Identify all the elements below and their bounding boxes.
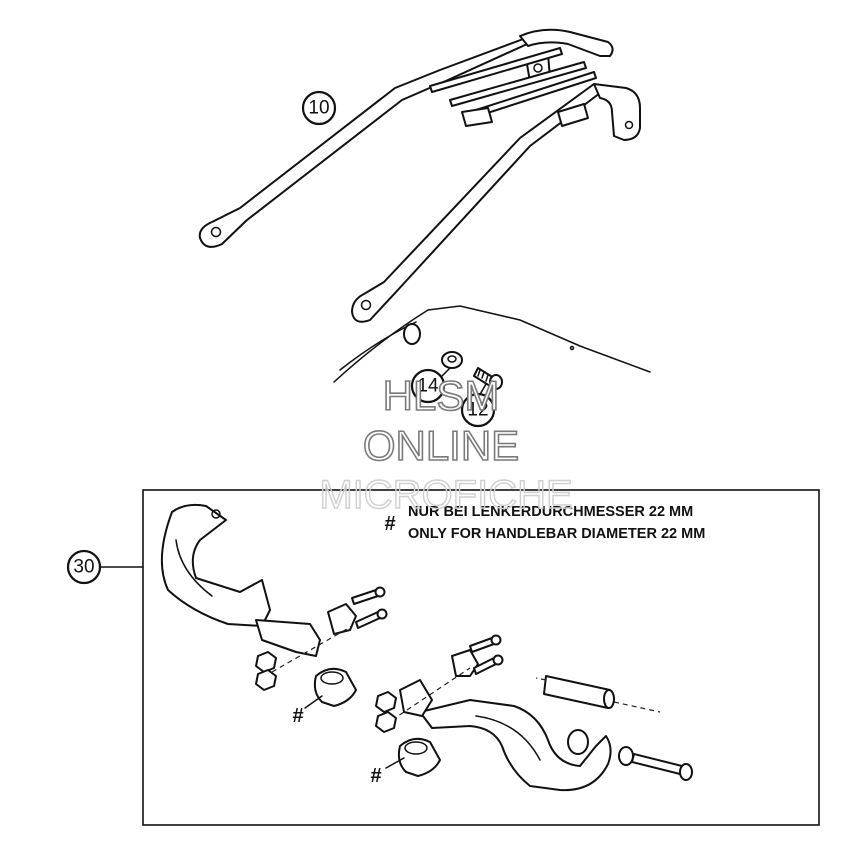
handguard-right-arm — [399, 679, 433, 717]
handlebar-end — [535, 675, 661, 713]
handguard-left — [160, 503, 321, 657]
end-washer — [618, 746, 634, 766]
handlebar-tube — [543, 675, 611, 709]
bolt-part — [473, 367, 503, 390]
fender-mark — [569, 345, 575, 351]
spacer-upper-bore — [320, 671, 344, 685]
nut-upper-1 — [255, 651, 277, 673]
clamp-upper — [271, 586, 388, 673]
fender-mount-boss — [403, 323, 421, 345]
bolt-thread — [477, 369, 489, 382]
axis-handlebar-2 — [535, 677, 547, 681]
rack-front-left-hole — [210, 226, 222, 238]
clamp-lower-body — [451, 649, 479, 677]
clamp-lower — [391, 634, 504, 721]
washer-body — [441, 351, 463, 369]
rack-plate-hole — [533, 63, 543, 73]
note-block: # NUR BEI LENKERDURCHMESSER 22 MM ONLY F… — [384, 504, 705, 542]
nut-lower-2 — [375, 711, 397, 733]
handguard-left-hole — [211, 509, 221, 519]
handguard-right — [399, 679, 612, 792]
screw-lower-1 — [469, 637, 495, 653]
screw-upper-1 — [351, 589, 379, 605]
nut-lower-1 — [375, 691, 397, 713]
handlebar-tube-end — [603, 689, 615, 709]
rack-cross-bar-2 — [449, 61, 587, 107]
handguard-right-rib — [475, 715, 541, 761]
screw-upper-2-head — [376, 608, 388, 620]
watermark-line3: MICROFICHE — [319, 473, 572, 517]
luggage-rack — [198, 28, 641, 323]
rubber-bushing — [567, 729, 589, 755]
callout-12-label: 12 — [467, 400, 488, 421]
washer-hole — [447, 355, 457, 363]
callout-14: 14 — [410, 368, 446, 404]
screw-lower-2-head — [492, 654, 504, 666]
spacer-lower — [397, 737, 441, 777]
callout-10-label: 10 — [308, 98, 329, 119]
rack-cross-bar-1 — [429, 47, 563, 93]
fender-outline — [333, 305, 651, 383]
note-hash-marker: # — [384, 513, 395, 535]
leader-hash-upper — [304, 695, 323, 709]
callout-10: 10 — [301, 90, 337, 126]
screw-upper-2 — [355, 611, 381, 629]
hash-marker-lower: # — [370, 765, 381, 787]
kit-frame — [142, 489, 820, 826]
callout-30-label: 30 — [73, 557, 94, 578]
end-bolt-head — [679, 763, 693, 781]
spacer-lower-bore — [404, 741, 428, 755]
clamp-upper-body — [327, 603, 357, 635]
note-german: NUR BEI LENKERDURCHMESSER 22 MM — [408, 504, 693, 520]
spacer-upper — [313, 667, 357, 707]
nut-upper-2 — [255, 669, 277, 691]
rack-front-right-hole — [360, 299, 372, 311]
note-english: ONLY FOR HANDLEBAR DIAMETER 22 MM — [408, 526, 705, 542]
callout-12: 12 — [460, 392, 496, 428]
watermark-line1: HLSM — [383, 372, 500, 419]
screw-upper-1-head — [374, 586, 386, 598]
rack-tab-left — [461, 107, 493, 127]
washer-part — [441, 351, 463, 369]
axis-lower — [391, 667, 471, 721]
handguard-right-shell — [419, 699, 612, 792]
end-bolt-shaft — [631, 753, 683, 775]
rack-tab-right — [557, 103, 589, 127]
watermark: HLSM ONLINE MICROFICHE — [319, 371, 574, 518]
hash-marker-upper: # — [292, 705, 303, 727]
rack-rear-bow — [519, 28, 614, 57]
callout-30: 30 — [66, 549, 102, 585]
axis-upper — [271, 625, 353, 673]
end-bolt-assembly — [567, 729, 693, 781]
watermark-line2: ONLINE — [363, 422, 519, 469]
axis-handlebar — [613, 701, 661, 713]
callout-14-label: 14 — [417, 376, 439, 397]
handguard-left-rib — [175, 539, 213, 597]
leader-hash-lower — [385, 757, 405, 769]
bolt-head — [489, 374, 503, 390]
handguard-left-shell — [160, 503, 271, 627]
handguard-left-arm — [255, 619, 321, 657]
rack-rear-bracket — [593, 83, 641, 141]
screw-lower-1-head — [490, 634, 502, 646]
fender-section — [333, 305, 651, 383]
rack-bracket-hole — [624, 120, 634, 130]
